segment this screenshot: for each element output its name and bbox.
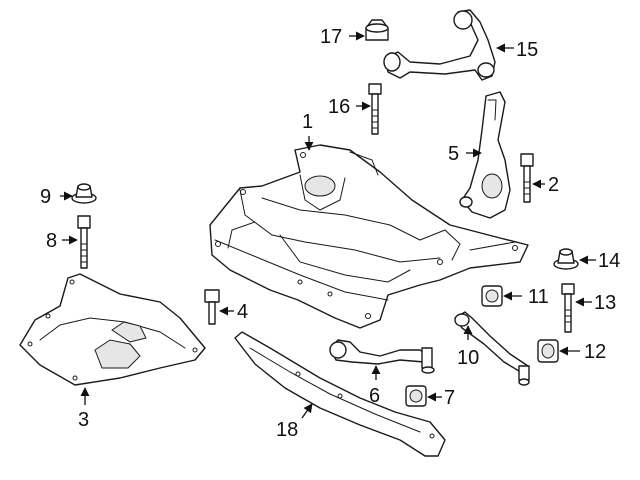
upper-arm-nut-drawing xyxy=(365,19,389,41)
callout-label-15: 15 xyxy=(516,39,538,61)
callout-label-5: 5 xyxy=(448,143,459,165)
callout-5: 5 xyxy=(448,143,482,165)
callout-13: 13 xyxy=(575,292,616,314)
upper-control-arm-drawing xyxy=(383,9,496,81)
lower-control-arm-drawing xyxy=(329,339,435,374)
callout-15: 15 xyxy=(496,39,538,61)
bushing-12-drawing xyxy=(537,339,559,363)
front-subframe-drawing xyxy=(209,144,529,329)
callout-label-4: 4 xyxy=(237,301,248,323)
callout-label-6: 6 xyxy=(369,385,380,407)
callout-label-1: 1 xyxy=(302,111,313,133)
flange-nut-drawing xyxy=(71,183,97,204)
callout-label-16: 16 xyxy=(328,96,350,118)
rear-control-arm-drawing xyxy=(454,311,530,386)
callout-label-14: 14 xyxy=(598,250,620,272)
callout-7: 7 xyxy=(427,387,455,409)
knuckle-bolt-drawing xyxy=(520,153,534,203)
flange-nut-right-drawing xyxy=(553,248,579,270)
callout-16: 16 xyxy=(328,96,371,118)
long-bolt-drawing xyxy=(77,215,91,269)
callout-14: 14 xyxy=(579,250,620,272)
bushing-11-drawing xyxy=(481,285,503,307)
steering-knuckle-drawing xyxy=(459,91,511,219)
upper-arm-bolt-drawing xyxy=(368,83,382,135)
callout-6: 6 xyxy=(369,365,381,407)
callout-17: 17 xyxy=(320,26,365,48)
callout-label-7: 7 xyxy=(444,387,455,409)
callout-label-13: 13 xyxy=(594,292,616,314)
callout-3: 3 xyxy=(78,387,90,431)
arm-bushing-drawing xyxy=(405,385,427,407)
reinforcement-bar-drawing xyxy=(234,331,446,457)
callout-label-2: 2 xyxy=(548,174,559,196)
callout-1: 1 xyxy=(302,111,314,151)
callout-label-18: 18 xyxy=(276,419,298,441)
splash-shield-drawing xyxy=(19,273,206,386)
callout-4: 4 xyxy=(219,301,248,323)
callout-label-9: 9 xyxy=(40,186,51,208)
subframe-bolt-drawing xyxy=(204,289,220,325)
callout-8: 8 xyxy=(46,230,78,252)
callout-label-11: 11 xyxy=(528,286,549,308)
callout-2: 2 xyxy=(532,174,559,196)
callout-label-8: 8 xyxy=(46,230,57,252)
callout-label-10: 10 xyxy=(457,347,479,369)
callout-12: 12 xyxy=(559,341,606,363)
callout-label-17: 17 xyxy=(320,26,342,48)
callout-18: 18 xyxy=(276,403,313,441)
callout-10: 10 xyxy=(457,325,479,369)
callout-9: 9 xyxy=(40,186,73,208)
callout-label-12: 12 xyxy=(584,341,606,363)
callout-11: 11 xyxy=(503,286,549,308)
callout-label-3: 3 xyxy=(78,409,89,431)
arm-bolt-drawing xyxy=(561,283,575,333)
